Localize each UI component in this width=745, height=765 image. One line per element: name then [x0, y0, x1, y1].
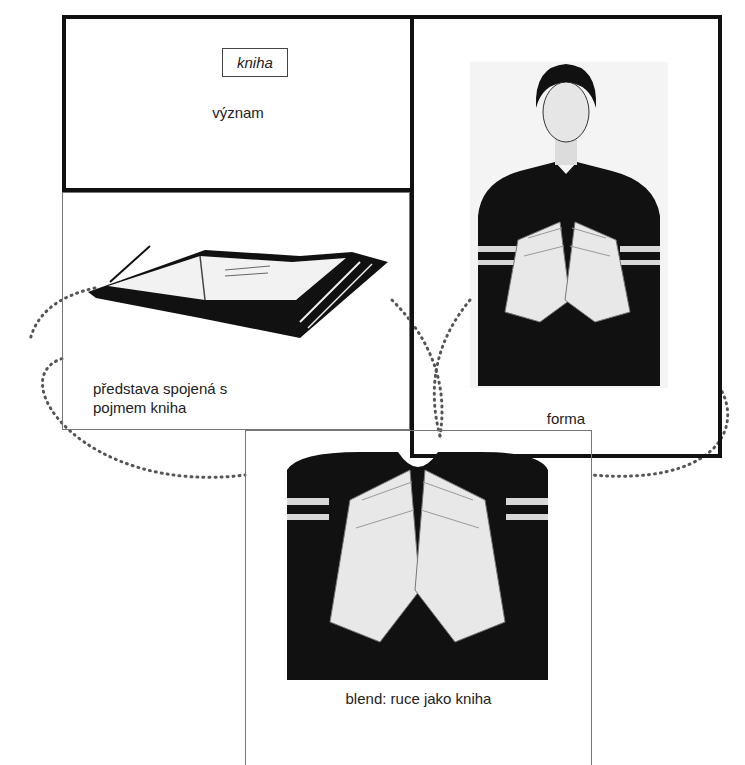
dotted-arc: [392, 300, 442, 436]
dotted-line: [592, 392, 728, 477]
word-box: kniha: [222, 48, 288, 77]
blend-box: blend: ruce jako kniha: [245, 430, 592, 765]
book-picture: [88, 246, 388, 338]
concept-box: představa spojená s pojmem kniha: [62, 192, 410, 430]
dotted-arc: [434, 300, 470, 436]
blend-photo: [287, 452, 548, 680]
signer-photo: [470, 62, 668, 388]
form-box: forma: [410, 15, 722, 458]
node-label: představa spojená s pojmem kniha: [93, 379, 273, 417]
node-label: blend: ruce jako kniha: [246, 689, 591, 708]
dotted-loop: [592, 392, 728, 477]
node-label: forma: [414, 409, 718, 428]
node-label: význam: [66, 103, 410, 122]
dotted-line: [42, 359, 245, 478]
meaning-box: význam kniha: [62, 15, 414, 192]
node-label: kniha: [237, 53, 273, 72]
dotted-loop: [42, 359, 245, 478]
